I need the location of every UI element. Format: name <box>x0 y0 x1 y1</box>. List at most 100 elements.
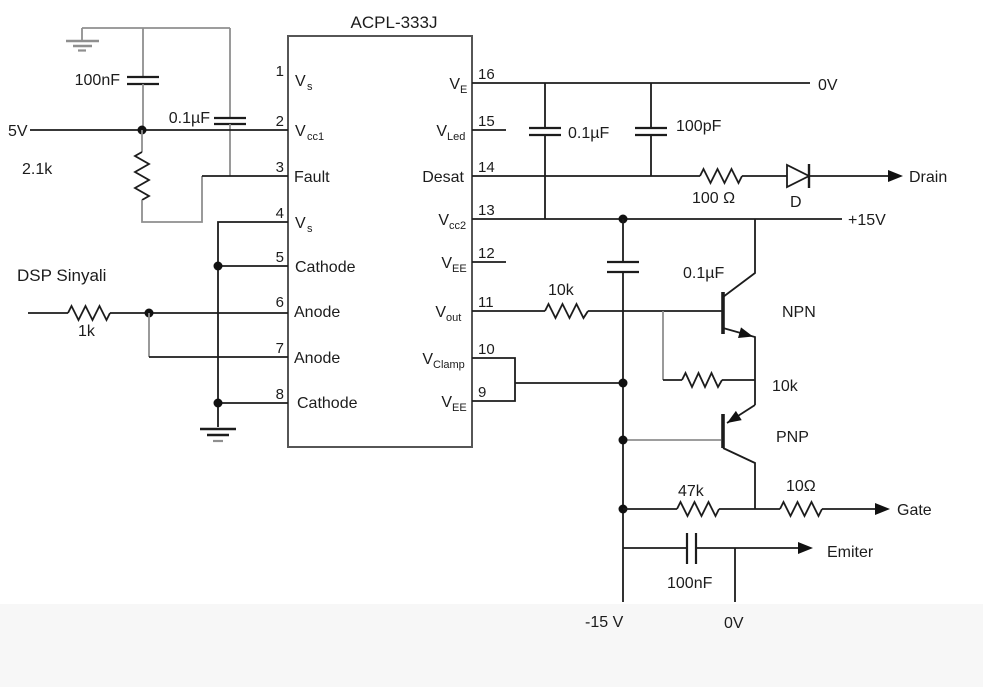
ground-icon <box>66 28 99 52</box>
pin-label-sub: EE <box>452 263 467 275</box>
top-right-network: 0V 0.1µF 100pF 100 Ω D Drain <box>472 77 947 229</box>
resistor-2k1-label: 2.1k <box>22 161 53 178</box>
capacitor-01uF-left <box>214 28 246 176</box>
resistor-2k1 <box>133 130 203 223</box>
resistor-100ohm-label: 100 Ω <box>692 190 735 207</box>
capacitor-01uF-left-label: 0.1µF <box>169 110 210 127</box>
dsp-signal-label: DSP Sinyali <box>17 266 106 285</box>
pin-number: 8 <box>276 386 284 403</box>
pin-number: 11 <box>478 294 494 311</box>
pin-label: Anode <box>294 350 340 367</box>
pin-number: 10 <box>478 341 495 358</box>
capacitor-100nF-bot-label: 100nF <box>667 575 713 592</box>
pin-label: V <box>295 123 306 140</box>
capacitor-01uF-mid-label: 0.1µF <box>683 265 724 282</box>
pnp-label: PNP <box>776 429 809 446</box>
junction-dot <box>618 378 628 388</box>
capacitor-100pF <box>635 83 667 176</box>
resistor-47k <box>676 499 720 519</box>
pin-label-sub: cc1 <box>307 131 324 143</box>
pin-label: V <box>436 123 447 140</box>
output-stage-network: 0.1µF 10k NPN 10k PNP <box>472 219 932 632</box>
scan-shading <box>0 604 983 687</box>
wire-cathode-bus <box>217 221 288 427</box>
capacitor-01uF-topright <box>529 83 561 219</box>
pin-label-sub: Clamp <box>433 359 465 371</box>
pin-label-sub: EE <box>452 402 467 414</box>
junction-dot <box>213 398 223 408</box>
net-15v-pos-label: +15V <box>848 212 886 229</box>
input-side-network: DSP Sinyali 1k <box>17 221 288 443</box>
resistor-10k-b-label: 10k <box>772 378 799 395</box>
pin-number: 4 <box>276 205 284 222</box>
net-gate-label: Gate <box>897 502 932 519</box>
net-drain-label: Drain <box>909 169 947 186</box>
ic-pin-labels: V s V cc1 Fault V s Cathode Anode Anode … <box>294 73 467 414</box>
pin-label-sub: Led <box>447 131 465 143</box>
resistor-10k-a-label: 10k <box>548 282 575 299</box>
ic-body-acpl333j <box>287 35 473 448</box>
pin-label-sub: cc2 <box>449 220 466 232</box>
resistor-10k-b <box>681 370 723 390</box>
capacitor-100nF-bot <box>623 533 798 564</box>
pin-label: Fault <box>294 169 330 186</box>
pin-number: 3 <box>276 159 284 176</box>
pin-number: 7 <box>276 340 284 357</box>
pin-number: 12 <box>478 245 495 262</box>
junction-dot <box>213 261 223 271</box>
pin-number: 1 <box>276 63 284 80</box>
pin-label: V <box>295 215 306 232</box>
arrow-right-icon <box>888 170 903 182</box>
diode-icon <box>786 163 812 189</box>
net-0v-bot-label: 0V <box>724 615 744 632</box>
pin-label: V <box>438 212 449 229</box>
resistor-100ohm <box>699 166 743 186</box>
pin-label: V <box>441 255 452 272</box>
capacitor-100pF-label: 100pF <box>676 118 722 135</box>
npn-label: NPN <box>782 304 816 321</box>
supply-5v-label: 5V <box>8 123 28 140</box>
capacitor-01uF-topright-label: 0.1µF <box>568 125 609 142</box>
pin-label: V <box>422 351 433 368</box>
capacitor-100nF-top-label: 100nF <box>75 72 121 89</box>
ground-icon <box>200 427 236 443</box>
pin-number: 5 <box>276 249 284 266</box>
pin-number: 6 <box>276 294 284 311</box>
pin-label: Cathode <box>295 259 356 276</box>
pin-number: 2 <box>276 113 284 130</box>
capacitor-01uF-mid <box>607 219 639 602</box>
pin-label-sub: E <box>460 84 467 96</box>
pin-label: V <box>441 394 452 411</box>
net-15v-neg-label: -15 V <box>585 614 624 631</box>
resistor-10ohm <box>779 499 823 519</box>
resistor-10ohm-label: 10Ω <box>786 478 816 495</box>
pin-label: Cathode <box>297 395 358 412</box>
wire-vclamp-vee-loop <box>472 357 516 402</box>
resistor-1k <box>67 303 111 323</box>
pin-number: 9 <box>478 384 486 401</box>
top-left-network: 100nF 0.1µF 5V 2.1k <box>8 27 288 223</box>
pin-number: 14 <box>478 159 495 176</box>
pin-label: V <box>435 304 446 321</box>
pin-label: V <box>449 76 460 93</box>
resistor-47k-label: 47k <box>678 483 705 500</box>
npn-transistor-icon <box>721 219 756 405</box>
pin-label: Desat <box>422 169 464 186</box>
resistor-1k-label: 1k <box>78 323 96 340</box>
pin-label-sub: out <box>446 312 461 324</box>
junction-dot <box>618 435 628 445</box>
diode-label: D <box>790 194 802 211</box>
pin-label-sub: s <box>307 81 313 93</box>
arrow-right-icon <box>875 503 890 515</box>
pin-number: 16 <box>478 66 495 83</box>
ic-title: ACPL-333J <box>351 13 438 32</box>
capacitor-100nF-top <box>127 28 159 130</box>
pin-label-sub: s <box>307 223 313 235</box>
ic-pins: 1 2 3 4 5 6 7 8 16 15 14 13 12 11 10 9 <box>276 63 506 403</box>
pin-label: Anode <box>294 304 340 321</box>
arrow-right-icon <box>798 542 813 554</box>
net-emitter-label: Emiter <box>827 544 874 561</box>
pin-number: 13 <box>478 202 495 219</box>
